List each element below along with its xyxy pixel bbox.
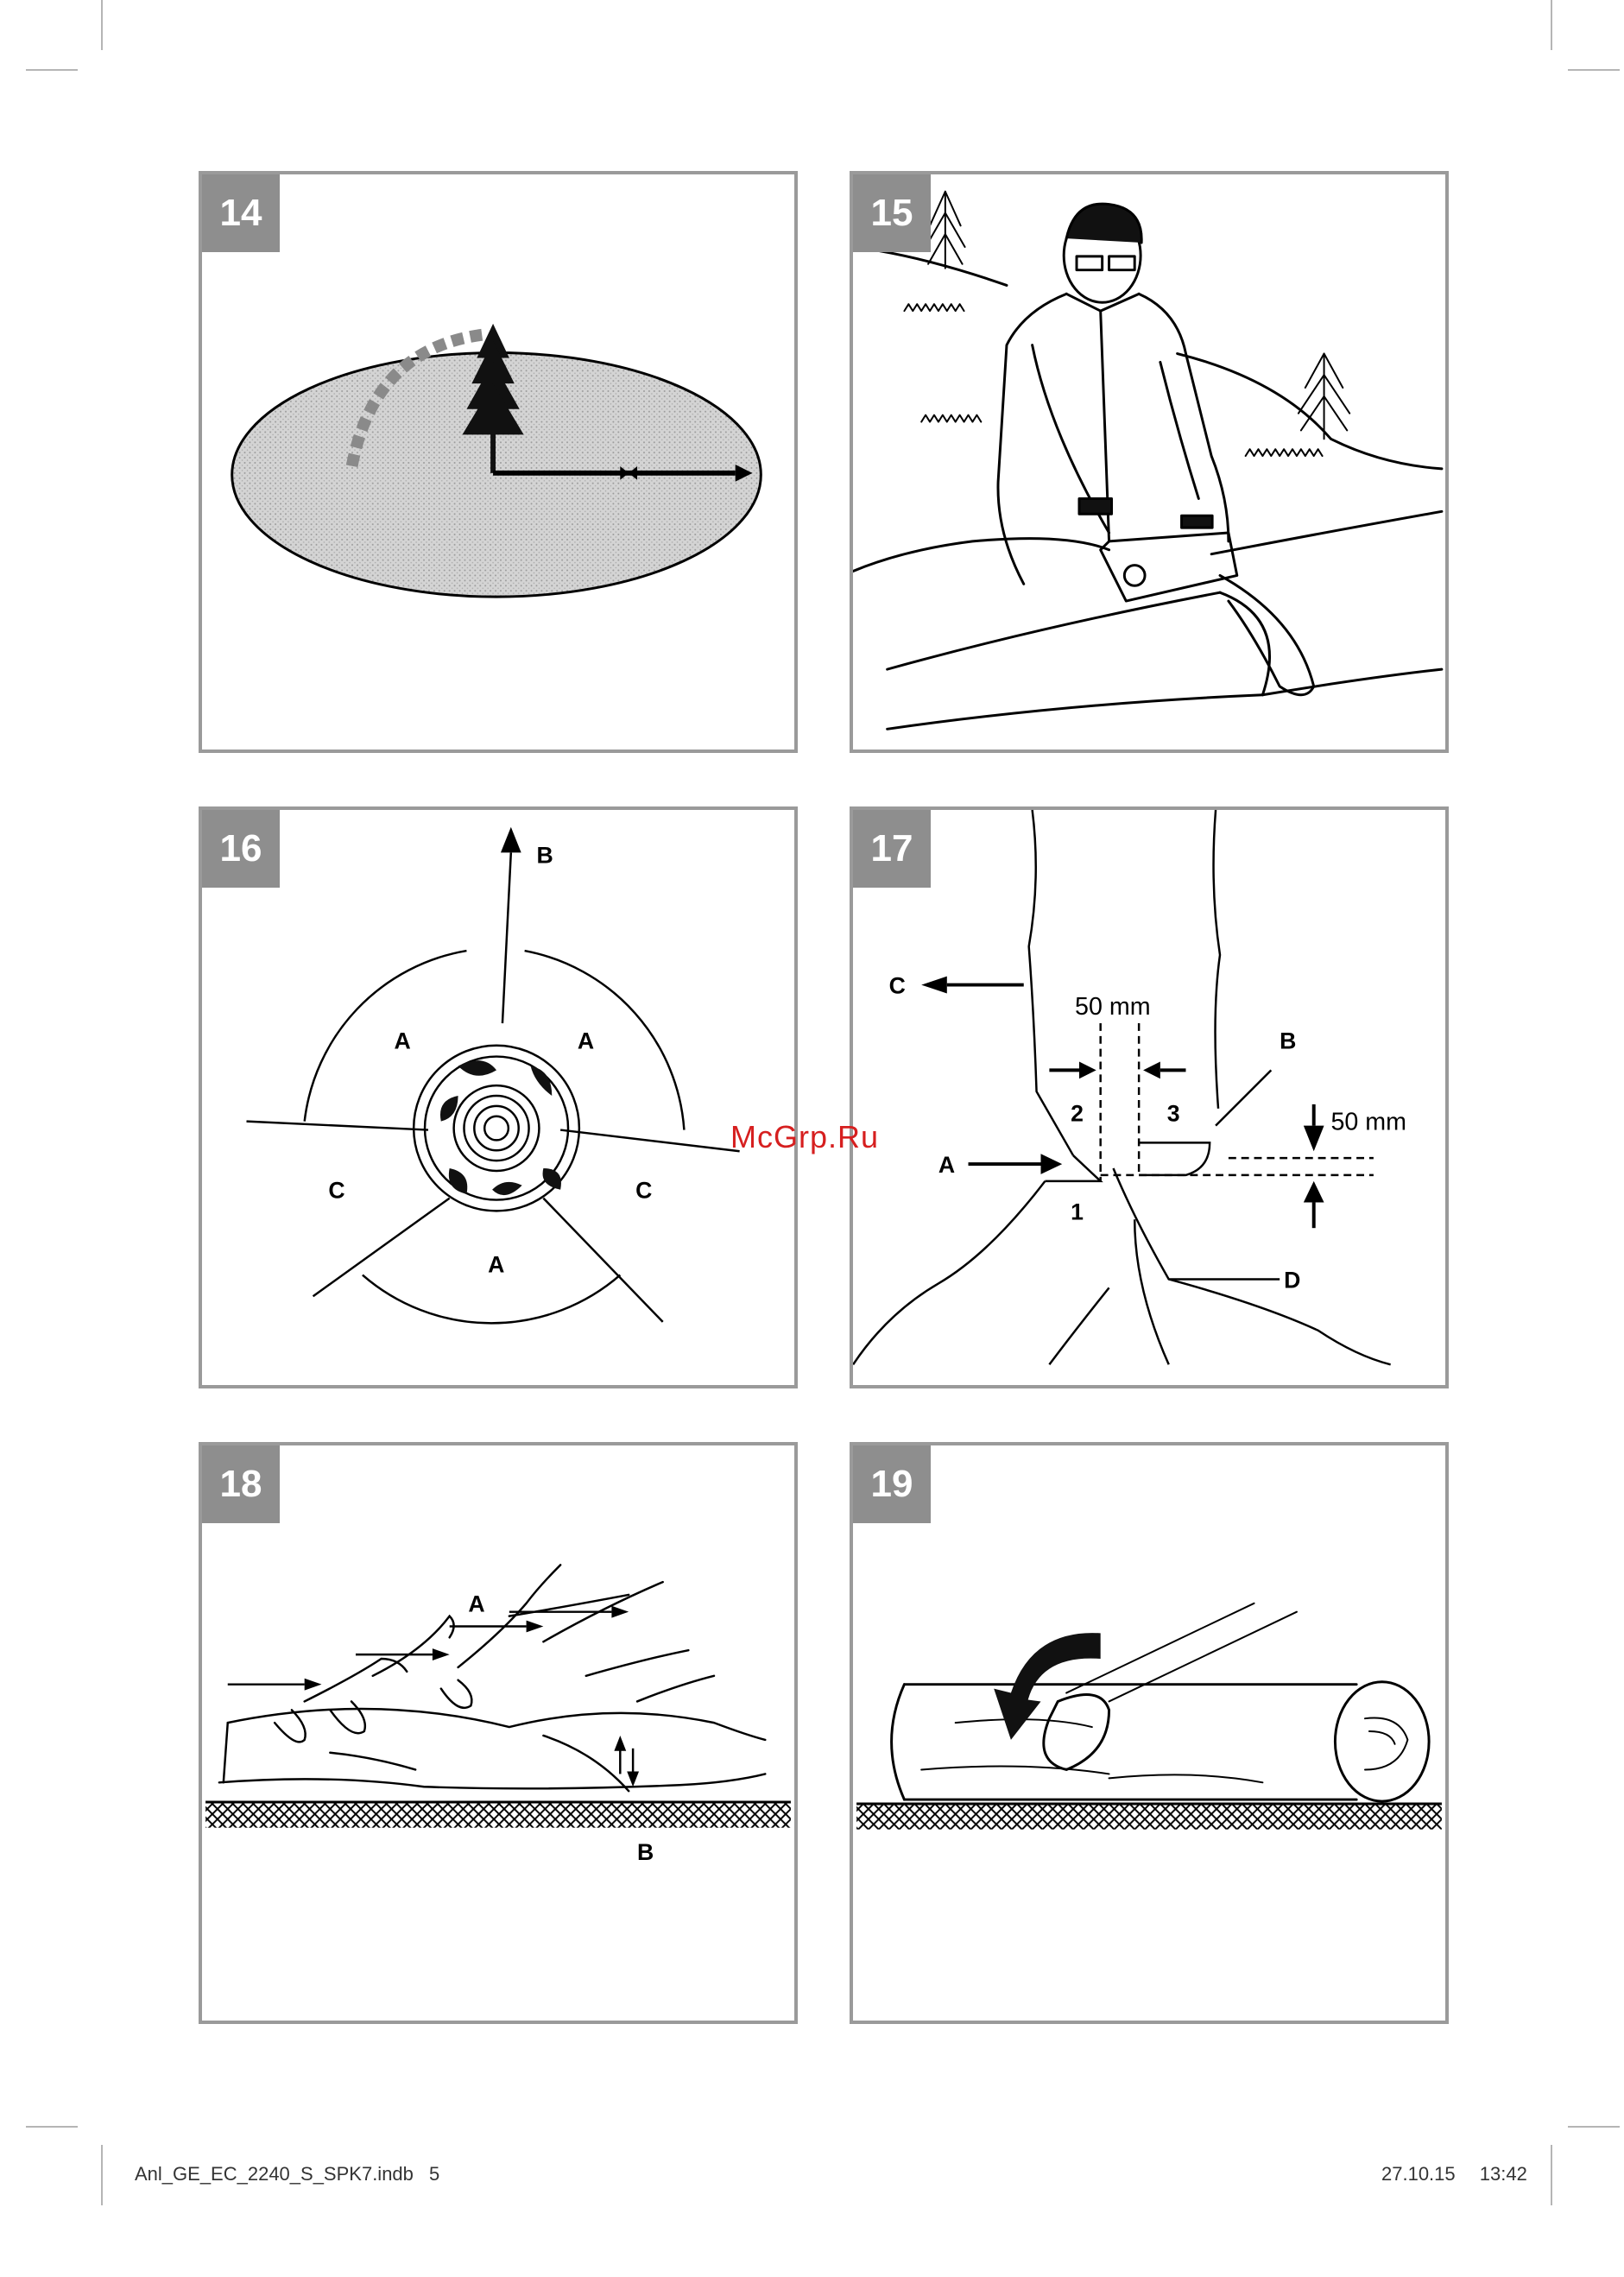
- figure-number: 16: [202, 810, 280, 888]
- crop-mark: [1568, 2126, 1620, 2128]
- figure-17: 17: [850, 806, 1449, 1388]
- operator-with-chainsaw-illustration: [853, 174, 1445, 750]
- crop-mark: [1551, 0, 1552, 50]
- footer-page-number: 5: [429, 2163, 439, 2185]
- felling-direction-zones-diagram: B A A A C C: [202, 810, 794, 1385]
- label-a: A: [578, 1028, 594, 1054]
- label-1: 1: [1071, 1199, 1084, 1224]
- footer-timestamp: 27.10.15 13:42: [1381, 2163, 1527, 2185]
- dimension-label: 50 mm: [1075, 993, 1151, 1021]
- dimension-label: 50 mm: [1330, 1109, 1406, 1136]
- label-b: B: [637, 1839, 654, 1865]
- felling-cut-diagram: C 50 mm B 2 3 50 mm A 1 D: [853, 810, 1445, 1385]
- label-b: B: [1280, 1028, 1296, 1054]
- footer-filename: Anl_GE_EC_2240_S_SPK7.indb: [135, 2163, 414, 2185]
- figure-number: 14: [202, 174, 280, 252]
- figure-19: 19: [850, 1442, 1449, 2024]
- crop-mark: [1551, 2145, 1552, 2205]
- label-a: A: [468, 1591, 484, 1617]
- label-2: 2: [1071, 1101, 1084, 1127]
- figure-14: 14: [199, 171, 798, 753]
- crop-mark: [101, 2145, 103, 2205]
- footer-file-info: Anl_GE_EC_2240_S_SPK7.indb 5: [135, 2163, 439, 2185]
- limbing-illustration: A B: [202, 1445, 794, 2021]
- felling-zone-illustration: [202, 174, 794, 750]
- footer-date: 27.10.15: [1381, 2163, 1456, 2185]
- label-a: A: [938, 1152, 955, 1178]
- label-c: C: [889, 972, 906, 998]
- figure-18: 18: [199, 1442, 798, 2024]
- label-a: A: [394, 1028, 410, 1054]
- figure-16: 16: [199, 806, 798, 1388]
- figure-number: 19: [853, 1445, 931, 1523]
- figure-15: 15: [850, 171, 1449, 753]
- watermark-text: McGrp.Ru: [730, 1119, 879, 1155]
- label-d: D: [1284, 1267, 1300, 1293]
- label-c: C: [635, 1178, 652, 1204]
- crop-mark: [26, 69, 78, 71]
- figure-number: 15: [853, 174, 931, 252]
- figure-number: 17: [853, 810, 931, 888]
- label-c: C: [328, 1178, 344, 1204]
- crop-mark: [26, 2126, 78, 2128]
- label-b: B: [536, 842, 553, 868]
- figure-number: 18: [202, 1445, 280, 1523]
- label-3: 3: [1167, 1101, 1180, 1127]
- crop-mark: [101, 0, 103, 50]
- crop-mark: [1568, 69, 1620, 71]
- footer-time: 13:42: [1480, 2163, 1527, 2185]
- label-a: A: [488, 1252, 504, 1278]
- bucking-log-illustration: [853, 1445, 1445, 2021]
